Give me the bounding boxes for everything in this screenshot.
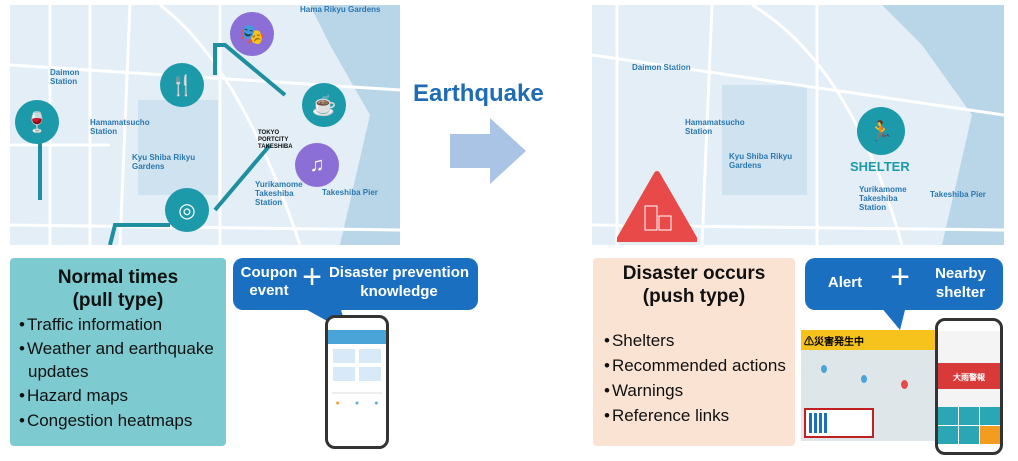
plus-icon: +	[302, 258, 322, 296]
label-hama-rikyu: Hama Rikyu Gardens	[300, 5, 381, 14]
list-item: Hazard maps	[16, 383, 220, 408]
music-icon: ♫	[295, 143, 339, 187]
coffee-cup-icon: ☕	[302, 83, 346, 127]
list-item: Weather and earthquake updates	[16, 337, 220, 383]
map-roads	[592, 5, 1004, 245]
label-daimon: Daimon Station	[50, 68, 80, 86]
theater-icon: 🎭	[230, 12, 274, 56]
label-daimon: Daimon Station	[632, 63, 691, 72]
signage-screenshot: ⚠災害発生中	[801, 330, 937, 441]
disaster-title-2: (push type)	[642, 286, 746, 307]
qr-code-panel	[804, 408, 874, 438]
normal-times-panel: Normal times (pull type) Traffic informa…	[10, 258, 226, 446]
event-label: event	[249, 282, 289, 299]
earthquake-title: Earthquake	[413, 80, 544, 107]
normal-bubble: Coupon event + Disaster prevention knowl…	[233, 258, 478, 310]
label-hamamatsucho: Hamamatsucho Station	[685, 118, 745, 136]
phone-app-screenshot: ●●●	[325, 315, 389, 449]
running-person-icon: 🏃	[857, 107, 905, 155]
coupon-label: Coupon	[240, 264, 298, 281]
nearby-label: Nearby	[935, 265, 986, 282]
disaster-map: Daimon Station Hamamatsucho Station Kyu …	[592, 5, 1004, 245]
normal-title-1: Normal times	[57, 267, 179, 288]
bubble-tail	[880, 306, 906, 330]
label-pier: Takeshiba Pier	[322, 188, 378, 197]
knowledge-label: knowledge	[360, 283, 438, 300]
shelter-label: shelter	[935, 284, 986, 301]
list-item: Shelters	[601, 328, 787, 353]
disaster-prevention-label: Disaster prevention	[328, 264, 470, 281]
phone-alert-screenshot: 大雨警報	[935, 318, 1003, 455]
normal-times-map: Hama Rikyu Gardens Daimon Station Hamama…	[10, 5, 400, 245]
label-hamamatsucho: Hamamatsucho Station	[90, 118, 150, 136]
label-portcity: TOKYO PORTCITY TAKESHIBA	[258, 130, 293, 150]
list-item: Recommended actions	[601, 353, 787, 378]
label-yurikamome: Yurikamome Takeshiba Station	[859, 185, 907, 212]
disaster-banner: ⚠災害発生中	[801, 330, 937, 350]
shelter-label: SHELTER	[850, 159, 910, 174]
list-item: Reference links	[601, 403, 787, 428]
plus-icon: +	[890, 258, 910, 296]
disaster-bubble: Alert + Nearby shelter	[805, 258, 1003, 310]
label-kyu-shiba: Kyu Shiba Rikyu Gardens	[729, 152, 793, 170]
disaster-title-1: Disaster occurs	[622, 263, 766, 284]
alert-label: Alert	[827, 274, 863, 291]
label-pier: Takeshiba Pier	[930, 190, 986, 199]
map-roads	[10, 5, 400, 245]
list-item: Congestion heatmaps	[16, 408, 220, 433]
heavy-rain-alert: 大雨警報	[938, 363, 1000, 389]
list-item: Warnings	[601, 378, 787, 403]
disaster-panel: Disaster occurs (push type) Shelters Rec…	[593, 258, 795, 446]
label-kyu-shiba: Kyu Shiba Rikyu Gardens	[132, 153, 196, 171]
turntable-icon: ◎	[165, 188, 209, 232]
qr-code-icon	[809, 413, 829, 433]
list-item: Traffic information	[16, 312, 220, 337]
normal-title-2: (pull type)	[72, 290, 164, 311]
transition-arrow-icon	[450, 118, 526, 184]
restaurant-icon: 🍴	[160, 63, 204, 107]
wine-glass-icon: 🍷	[15, 100, 59, 144]
label-yurikamome: Yurikamome Takeshiba Station	[255, 180, 303, 207]
warning-triangle-icon	[617, 171, 697, 242]
